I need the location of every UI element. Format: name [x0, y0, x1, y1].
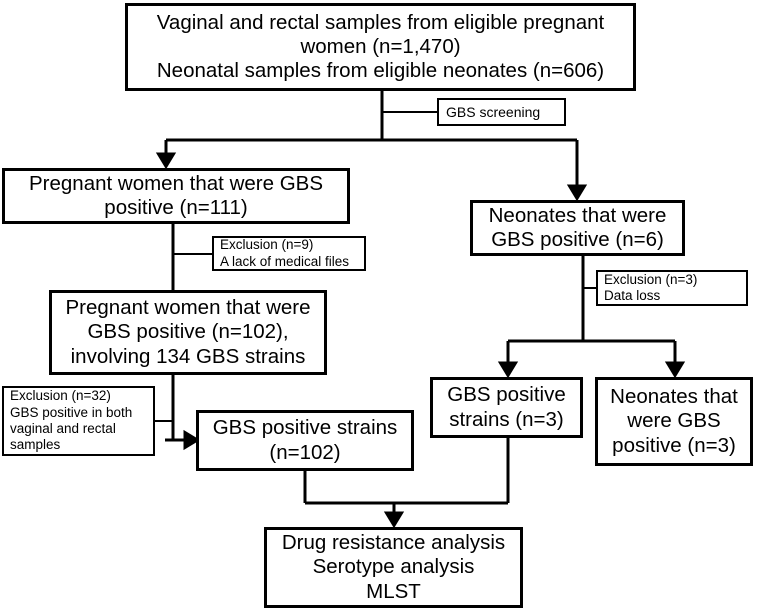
node-source-samples-text: Vaginal and rectal samples from eligible… — [156, 10, 605, 83]
node-neonates-positive-6[interactable]: Neonates that were GBS positive (n=6) — [470, 200, 685, 256]
node-gbs-positive-strains-102[interactable]: GBS positive strains (n=102) — [196, 410, 414, 471]
node-neonates-positive-6-text: Neonates that were GBS positive (n=6) — [488, 203, 667, 251]
node-pregnant-women-positive-111-text: Pregnant women that were GBS positive (n… — [29, 171, 323, 219]
node-exclusion-3[interactable]: Exclusion (n=3) Data loss — [596, 270, 748, 306]
node-analysis-outputs-text: Drug resistance analysis Serotype analys… — [281, 531, 506, 603]
node-gbs-screening-label[interactable]: GBS screening — [437, 98, 566, 126]
node-gbs-positive-strains-102-text: GBS positive strains (n=102) — [212, 416, 398, 464]
node-gbs-positive-strains-3[interactable]: GBS positive strains (n=3) — [430, 377, 583, 438]
node-exclusion-32[interactable]: Exclusion (n=32) GBS positive in both va… — [2, 386, 155, 456]
node-exclusion-9[interactable]: Exclusion (n=9) A lack of medical files — [212, 236, 366, 271]
node-exclusion-9-text: Exclusion (n=9) A lack of medical files — [220, 237, 350, 269]
node-pregnant-women-positive-111[interactable]: Pregnant women that were GBS positive (n… — [2, 168, 350, 224]
node-exclusion-3-text: Exclusion (n=3) Data loss — [604, 271, 698, 303]
node-analysis-outputs[interactable]: Drug resistance analysis Serotype analys… — [264, 527, 523, 608]
node-pregnant-women-positive-102-text: Pregnant women that were GBS positive (n… — [65, 296, 311, 368]
node-gbs-positive-strains-3-text: GBS positive strains (n=3) — [447, 383, 566, 431]
node-exclusion-32-text: Exclusion (n=32) GBS positive in both va… — [10, 388, 133, 453]
node-gbs-screening-text: GBS screening — [446, 103, 541, 120]
node-source-samples[interactable]: Vaginal and rectal samples from eligible… — [125, 3, 636, 91]
node-pregnant-women-positive-102[interactable]: Pregnant women that were GBS positive (n… — [49, 290, 327, 375]
node-neonates-positive-3[interactable]: Neonates that were GBS positive (n=3) — [595, 377, 753, 466]
node-neonates-positive-3-text: Neonates that were GBS positive (n=3) — [610, 385, 738, 457]
